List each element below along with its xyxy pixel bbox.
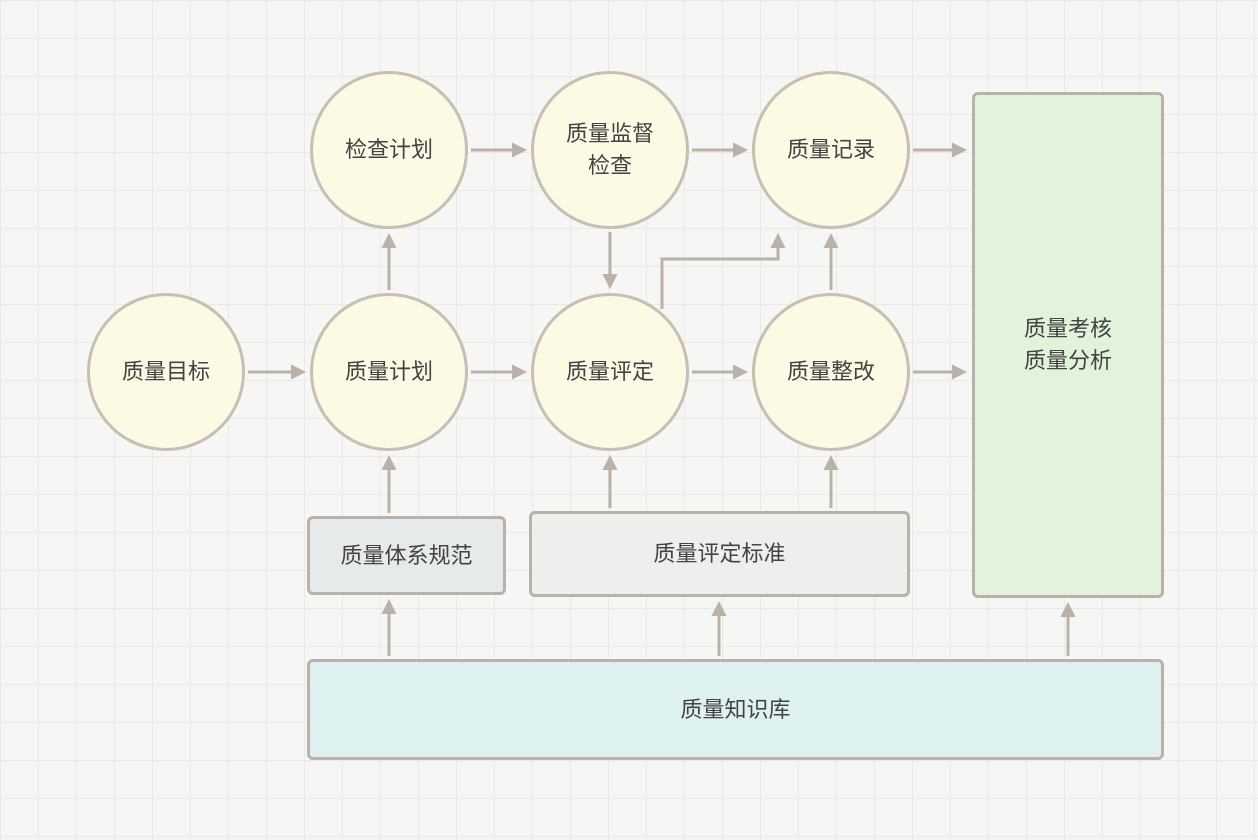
node-quality-knowledge-base[interactable]: 质量知识库 bbox=[307, 659, 1164, 760]
connector-assessment-to-record[interactable] bbox=[660, 233, 786, 309]
node-quality-assessment-standard[interactable]: 质量评定标准 bbox=[529, 511, 910, 597]
node-quality-review-analysis[interactable]: 质量考核 质量分析 bbox=[972, 92, 1164, 598]
node-quality-supervision-inspection-label: 质量监督 检查 bbox=[565, 121, 654, 178]
node-quality-plan[interactable]: 质量计划 bbox=[310, 293, 468, 451]
node-quality-review-analysis-label: 质量考核 质量分析 bbox=[1023, 316, 1112, 373]
node-quality-record[interactable]: 质量记录 bbox=[752, 71, 910, 229]
node-quality-assessment-label: 质量评定 bbox=[565, 359, 654, 385]
node-quality-record-label: 质量记录 bbox=[786, 137, 875, 163]
node-quality-system-specification-label: 质量体系规范 bbox=[340, 542, 473, 568]
node-quality-rectification-label: 质量整改 bbox=[786, 359, 875, 385]
node-quality-system-specification[interactable]: 质量体系规范 bbox=[307, 516, 506, 595]
node-quality-objective[interactable]: 质量目标 bbox=[87, 293, 245, 451]
node-quality-supervision-inspection[interactable]: 质量监督 检查 bbox=[531, 71, 689, 229]
node-quality-knowledge-base-label: 质量知识库 bbox=[680, 696, 791, 722]
node-quality-plan-label: 质量计划 bbox=[344, 359, 433, 385]
node-quality-rectification[interactable]: 质量整改 bbox=[752, 293, 910, 451]
node-quality-objective-label: 质量目标 bbox=[121, 359, 210, 385]
node-quality-assessment[interactable]: 质量评定 bbox=[531, 293, 689, 451]
node-quality-assessment-standard-label: 质量评定标准 bbox=[653, 541, 786, 567]
node-inspection-plan[interactable]: 检查计划 bbox=[310, 71, 468, 229]
node-inspection-plan-label: 检查计划 bbox=[344, 137, 433, 163]
